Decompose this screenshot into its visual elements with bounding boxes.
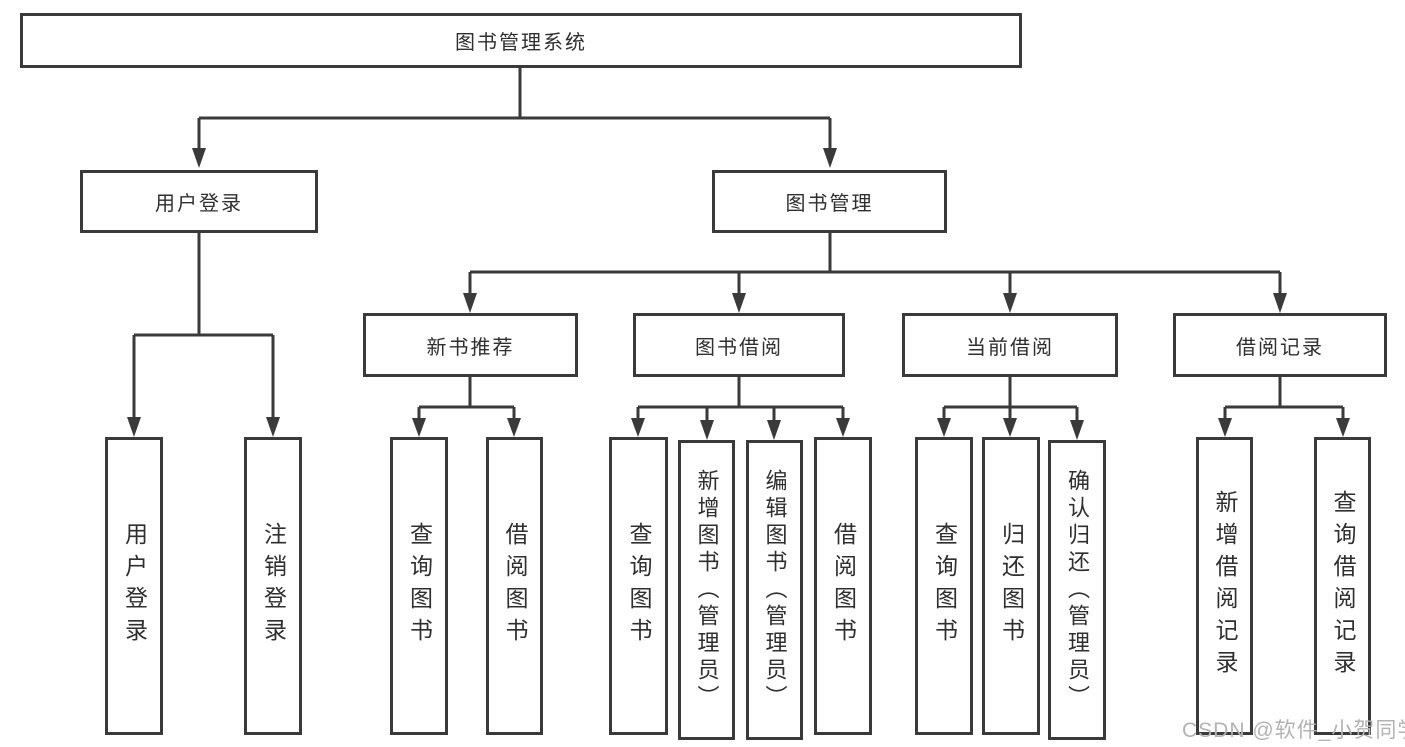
leaf-user-login: 用户登录 <box>105 437 163 735</box>
node-label: 确认归还（管理员） <box>1065 468 1090 712</box>
node-label: 新书推荐 <box>426 336 515 359</box>
node-label: 查询借阅记录 <box>1330 490 1356 682</box>
connector-book-borrow-children <box>631 377 850 440</box>
connector-new-book-children <box>412 377 521 437</box>
connector-book-management-children <box>463 233 1287 313</box>
connector-root-to-level2 <box>192 68 837 168</box>
leaf-borrow-query-books: 查询图书 <box>609 437 668 735</box>
node-label: 图书借阅 <box>695 336 783 359</box>
leaf-logout-login: 注销登录 <box>244 437 302 735</box>
connector-user-login-children <box>127 233 280 437</box>
connector-current-borrow-children <box>937 377 1084 440</box>
node-label: 图书管理系统 <box>455 32 587 54</box>
connector-borrow-records-children <box>1218 377 1350 437</box>
node-label: 借阅图书 <box>830 522 857 650</box>
leaf-borrow-edit-books-admin: 编辑图书（管理员） <box>746 440 803 740</box>
leaf-current-return-books: 归还图书 <box>982 437 1040 735</box>
node-label: 用户登录 <box>121 522 148 650</box>
node-library-management-system: 图书管理系统 <box>20 13 1022 68</box>
leaf-borrow-borrow-books: 借阅图书 <box>814 437 872 735</box>
leaf-current-query-books: 查询图书 <box>915 437 973 735</box>
leaf-newbook-borrow-books: 借阅图书 <box>486 437 543 735</box>
node-label: 归还图书 <box>998 522 1025 650</box>
node-new-book-recommend: 新书推荐 <box>363 313 578 377</box>
node-label: 用户登录 <box>155 193 243 215</box>
node-label: 借阅图书 <box>502 522 528 650</box>
node-label: 注销登录 <box>260 522 287 650</box>
leaf-borrow-add-books-admin: 新增图书（管理员） <box>678 440 735 740</box>
csdn-watermark: CSDN @软件_小贺同学 <box>1182 719 1405 742</box>
node-label: 新增图书（管理员） <box>694 468 720 712</box>
node-label: 新增借阅记录 <box>1212 490 1238 682</box>
node-label: 借阅记录 <box>1236 336 1324 359</box>
node-label: 图书管理 <box>785 193 874 215</box>
node-label: 编辑图书（管理员） <box>762 468 788 712</box>
leaf-records-query-record: 查询借阅记录 <box>1314 437 1371 735</box>
node-user-login: 用户登录 <box>80 170 318 233</box>
node-book-management: 图书管理 <box>712 170 947 233</box>
node-label: 查询图书 <box>931 522 958 650</box>
node-book-borrow: 图书借阅 <box>633 313 845 377</box>
node-borrow-records: 借阅记录 <box>1173 313 1387 377</box>
leaf-newbook-query-books: 查询图书 <box>390 437 448 735</box>
node-current-borrow: 当前借阅 <box>902 313 1118 377</box>
leaf-records-add-record: 新增借阅记录 <box>1196 437 1253 735</box>
leaf-current-confirm-return-admin: 确认归还（管理员） <box>1048 440 1106 740</box>
node-label: 当前借阅 <box>966 336 1054 359</box>
node-label: 查询图书 <box>406 522 433 650</box>
node-label: 查询图书 <box>626 522 652 650</box>
